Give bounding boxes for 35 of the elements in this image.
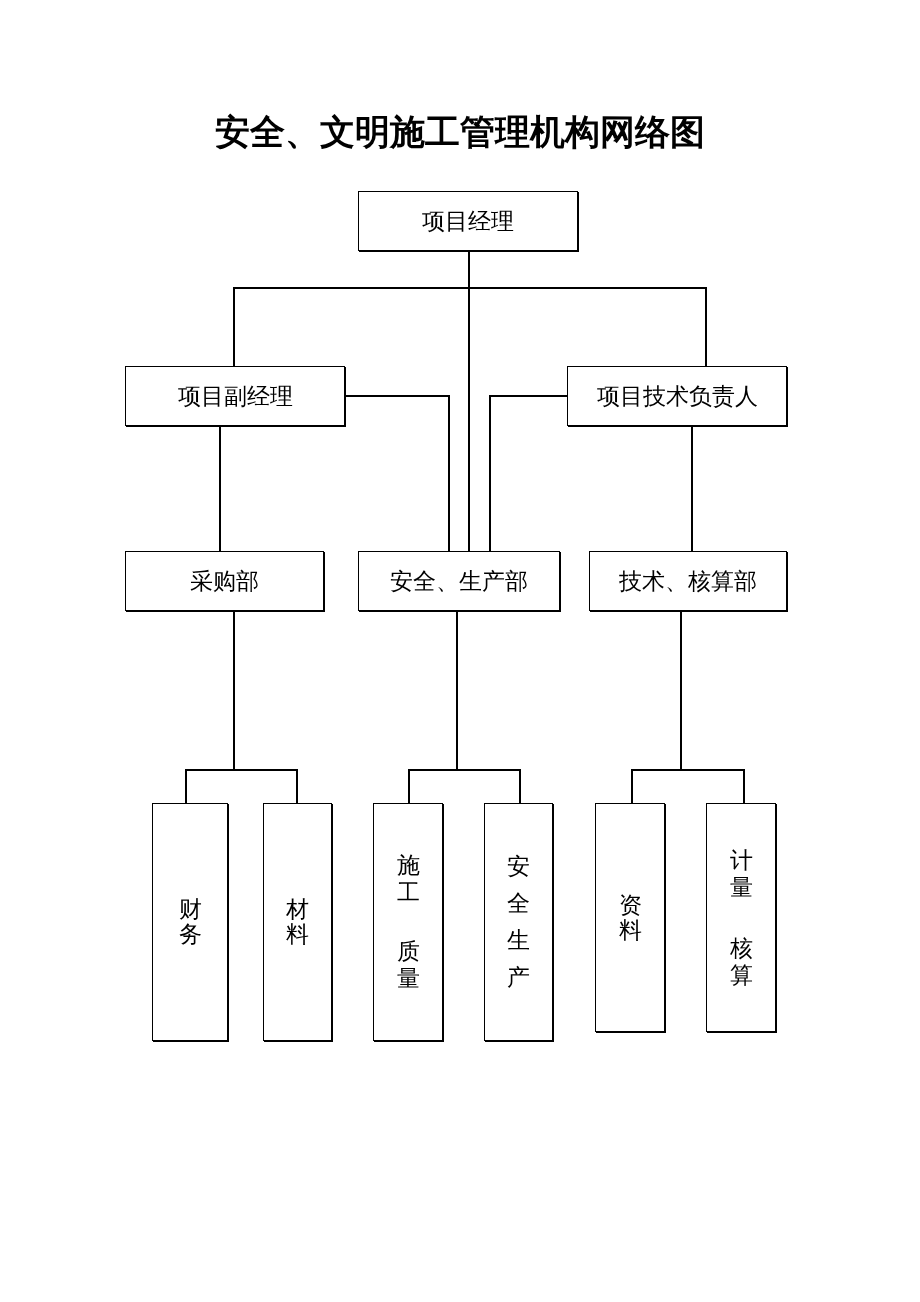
org-label: 资料 [617, 892, 643, 943]
org-label: 项目技术负责人 [596, 384, 758, 408]
org-label: 安全生产 [506, 853, 531, 992]
org-label: 采购部 [190, 569, 259, 593]
org-box [152, 803, 228, 1041]
org-label: 质量 [395, 938, 421, 992]
org-label: 项目副经理 [177, 384, 293, 408]
org-box [567, 366, 787, 426]
org-label: 材料 [285, 897, 310, 947]
connector-line [456, 610, 521, 804]
connector-line [680, 610, 745, 804]
org-box [706, 803, 776, 1032]
org-box [125, 366, 345, 426]
org-box [358, 551, 560, 611]
connector-line [233, 610, 298, 804]
org-label: 核算 [728, 934, 754, 989]
org-label: 技术、核算部 [619, 569, 757, 593]
org-box [125, 551, 324, 611]
org-box [373, 803, 443, 1041]
org-box [263, 803, 332, 1041]
org-label: 施工 [395, 852, 421, 906]
org-label: 项目经理 [422, 209, 514, 233]
org-box [589, 551, 787, 611]
connector-line [691, 425, 693, 552]
org-label: 计量 [728, 846, 754, 901]
connector-line [489, 395, 568, 552]
diagram-title: 安全、文明施工管理机构网络图 [215, 114, 705, 153]
org-label: 财务 [177, 897, 203, 947]
org-label: 安全、生产部 [390, 569, 528, 593]
org-box [358, 191, 578, 251]
connector-line [344, 395, 450, 552]
connector-line [468, 250, 470, 552]
org-box [484, 803, 553, 1041]
org-box [595, 803, 665, 1032]
connector-line [219, 425, 221, 552]
